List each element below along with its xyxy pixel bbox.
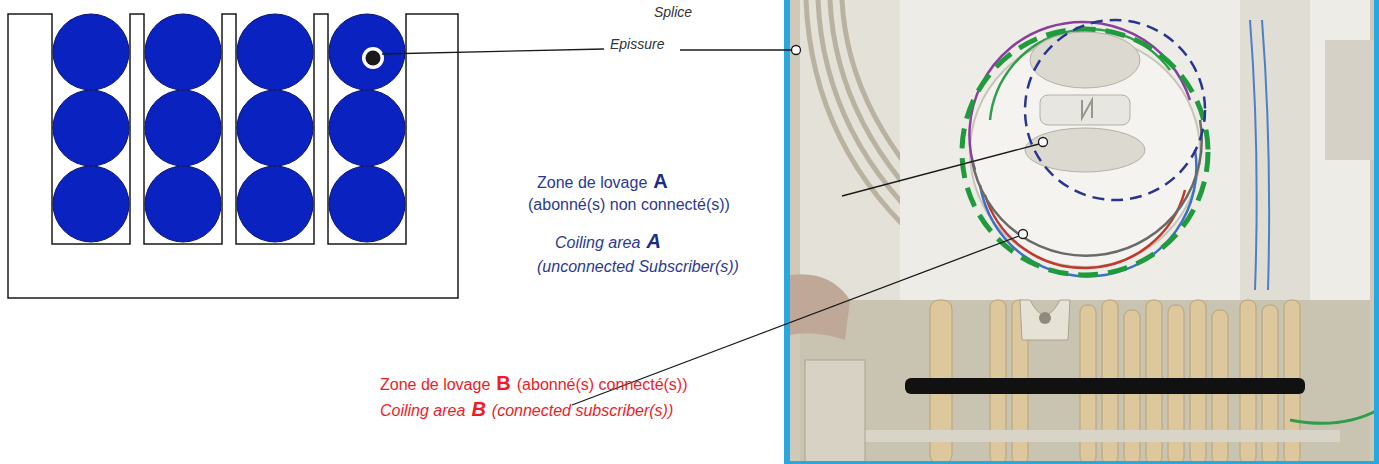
coiling-area-label: A xyxy=(653,170,667,193)
coiling-area-label: A xyxy=(646,230,660,253)
splice-label-line: Splice xyxy=(654,4,692,20)
coiling-area-label: B xyxy=(496,372,510,395)
coiling-area-label: Coiling area xyxy=(555,234,640,252)
fiber-tubes xyxy=(53,14,405,242)
leader-lines xyxy=(382,49,1039,405)
splice-dot xyxy=(366,51,381,66)
coiling-area-label: Coiling area xyxy=(380,402,465,420)
coiling-area-label: B xyxy=(471,398,485,421)
coiling-area-label: Zone de lovage xyxy=(380,376,490,394)
tray-outline xyxy=(8,14,458,298)
coiling-area-label-line: (unconnected Subscriber(s)) xyxy=(537,258,739,276)
coiling-area-label: (abonné(s) connecté(s)) xyxy=(517,376,688,394)
coiling-area-label: (unconnected Subscriber(s)) xyxy=(537,258,739,276)
coiling-area-label: (abonné(s) non connecté(s)) xyxy=(528,196,730,214)
splice-ring xyxy=(362,47,384,69)
coiling-area-label: (connected subscriber(s)) xyxy=(492,402,673,420)
splice-label: Splice xyxy=(654,4,692,20)
coiling-area-label-line: Zone de lovage B (abonné(s) connecté(s)) xyxy=(380,372,688,395)
coiling-area-label-line: Coiling area B (connected subscriber(s)) xyxy=(380,398,673,421)
coiling-area-label: Zone de lovage xyxy=(537,174,647,192)
cassette-photo xyxy=(787,0,1378,464)
leader-ends xyxy=(792,46,1048,239)
coiling-area-label-line: Coiling area A xyxy=(555,230,661,253)
coiling-area-label-line: Zone de lovage A xyxy=(537,170,668,193)
splice-label-line: Epissure xyxy=(610,36,664,52)
coiling-area-label-line: (abonné(s) non connecté(s)) xyxy=(528,196,730,214)
splice-label: Epissure xyxy=(610,36,664,52)
